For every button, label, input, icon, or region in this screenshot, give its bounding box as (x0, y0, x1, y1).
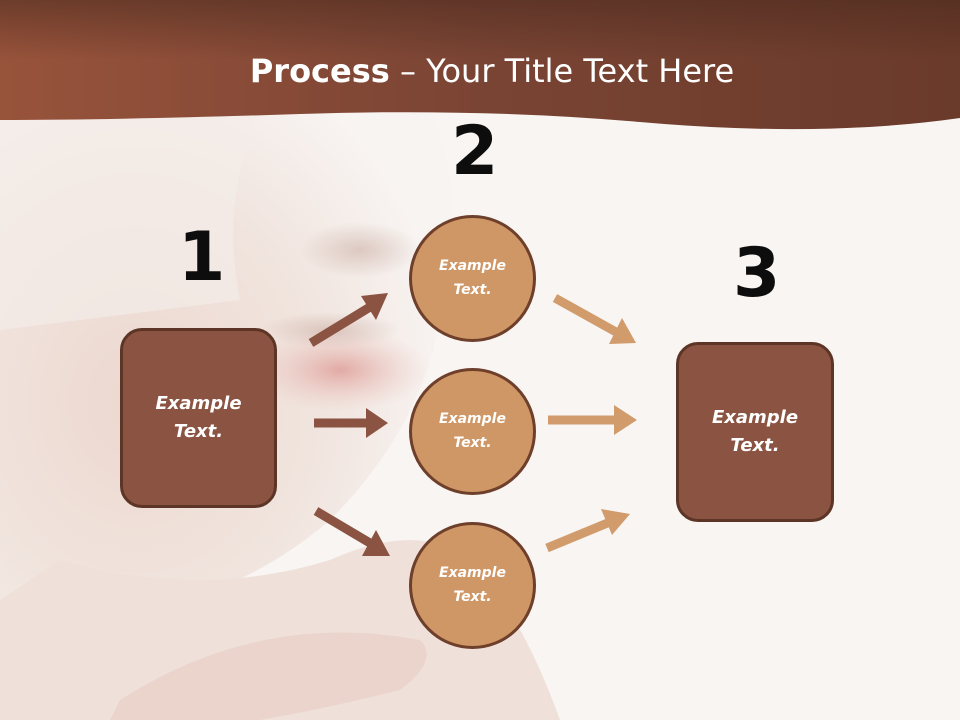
circle-middle-label: Example Text. (439, 411, 506, 451)
step-number-2: 2 (451, 112, 499, 191)
step-number-1: 1 (178, 218, 226, 297)
arrow-middle-to-right (548, 405, 637, 435)
step3-box-label: Example Text. (711, 407, 799, 456)
step2-circle-middle: Example Text. (409, 368, 536, 495)
step1-box: Example Text. (120, 328, 277, 508)
arrow-to-top-circle (308, 293, 388, 347)
arrow-to-bottom-circle (313, 507, 390, 556)
arrow-top-to-right (552, 294, 636, 344)
title-rest-part: – Your Title Text Here (389, 52, 735, 90)
step2-circle-bottom: Example Text. (409, 522, 536, 649)
circle-top-label: Example Text. (439, 258, 506, 298)
arrow-bottom-to-right (545, 509, 630, 553)
arrow-to-middle-circle (314, 408, 388, 438)
circle-bottom-label: Example Text. (439, 565, 506, 605)
step3-box: Example Text. (676, 342, 834, 522)
step-number-3: 3 (733, 234, 781, 313)
step2-circle-top: Example Text. (409, 215, 536, 342)
slide-title: Process – Your Title Text Here (0, 52, 960, 90)
title-bold-part: Process (249, 52, 390, 90)
step1-box-label: Example Text. (155, 393, 242, 442)
